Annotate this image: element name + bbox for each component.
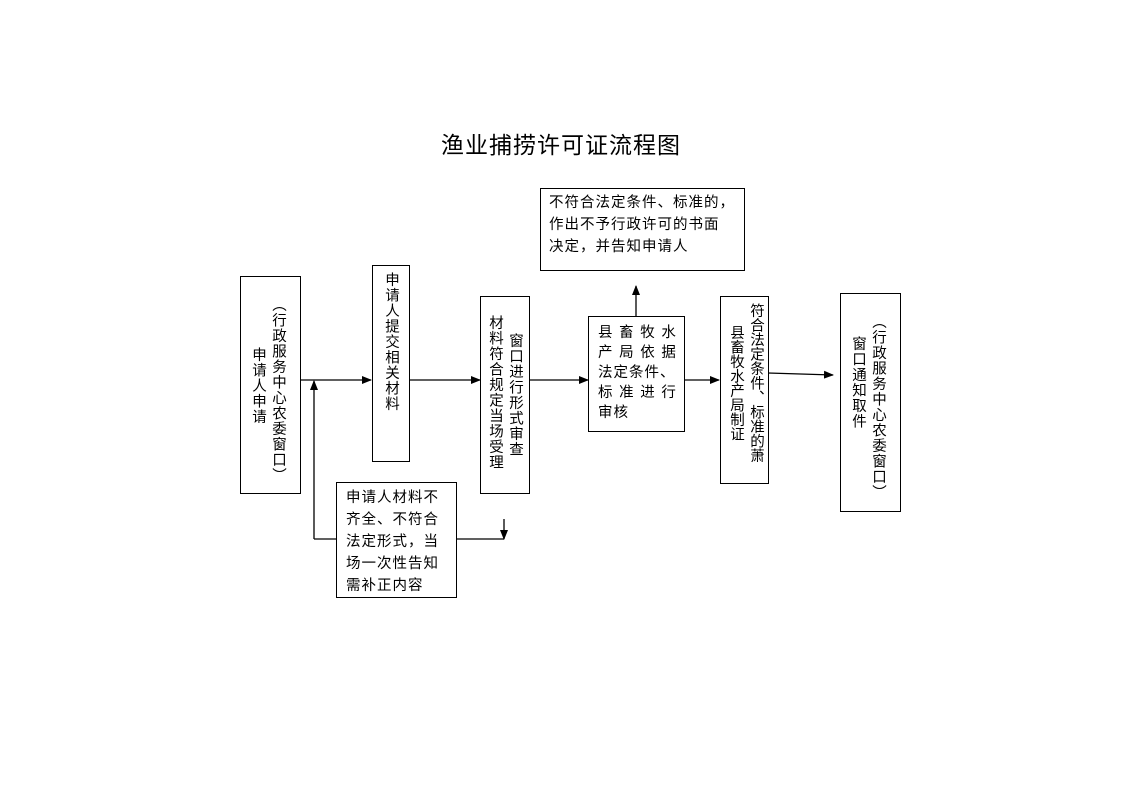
node-supplement-line1: 申请人材料不 <box>346 490 439 506</box>
node-pickup-window: （行政服务中心农委窗口） <box>870 314 886 500</box>
node-submit-label: 申请人提交相关材料 <box>383 272 399 412</box>
node-submit: 申请人提交相关材料 <box>372 265 410 462</box>
node-review-line3: 法定条件、 <box>598 365 676 381</box>
node-supplement-line5: 需补正内容 <box>346 578 424 594</box>
node-review-line2: 产 局 依 据 <box>598 345 677 361</box>
node-apply: （行政服务中心农委窗口） 申请人申请 <box>240 276 301 494</box>
node-accept-review: 窗口进行形式审查 <box>507 333 523 457</box>
node-reject-line3: 决定，并告知申请人 <box>549 239 689 255</box>
node-apply-label: 申请人申请 <box>250 347 266 425</box>
arrow-issue-to-pickup <box>767 370 834 379</box>
node-review-line1: 县 畜 牧 水 <box>598 325 677 341</box>
node-reject-line2: 作出不予行政许可的书面 <box>549 217 720 233</box>
node-review: 县 畜 牧 水 产 局 依 据 法定条件、 标 准 进 行 审核 <box>588 316 685 432</box>
node-issue: 符合法定条件、标准的萧 县畜牧水产局制证 <box>720 296 769 484</box>
node-pickup-label: 窗口通知取件 <box>850 336 866 429</box>
node-review-line4: 标 准 进 行 <box>598 385 677 401</box>
node-pickup: （行政服务中心农委窗口） 窗口通知取件 <box>840 293 901 512</box>
node-issue-condition: 符合法定条件、标准的萧 <box>748 303 764 463</box>
node-issue-label: 县畜牧水产局制证 <box>728 325 744 441</box>
node-supplement-line3: 法定形式，当 <box>346 534 439 550</box>
node-supplement-line4: 场一次性告知 <box>346 556 439 572</box>
node-supplement-line2: 齐全、不符合 <box>346 512 439 528</box>
node-reject-line1: 不符合法定条件、标准的， <box>549 195 735 211</box>
node-review-line5: 审核 <box>598 405 629 421</box>
node-supplement: 申请人材料不 齐全、不符合 法定形式，当 场一次性告知 需补正内容 <box>336 482 457 598</box>
node-apply-window: （行政服务中心农委窗口） <box>270 297 286 483</box>
node-accept-accept: 材料符合规定当场受理 <box>487 315 503 470</box>
node-accept: 窗口进行形式审查 材料符合规定当场受理 <box>480 296 530 494</box>
node-reject: 不符合法定条件、标准的， 作出不予行政许可的书面 决定，并告知申请人 <box>540 188 745 271</box>
page-title: 渔业捕捞许可证流程图 <box>441 133 681 159</box>
